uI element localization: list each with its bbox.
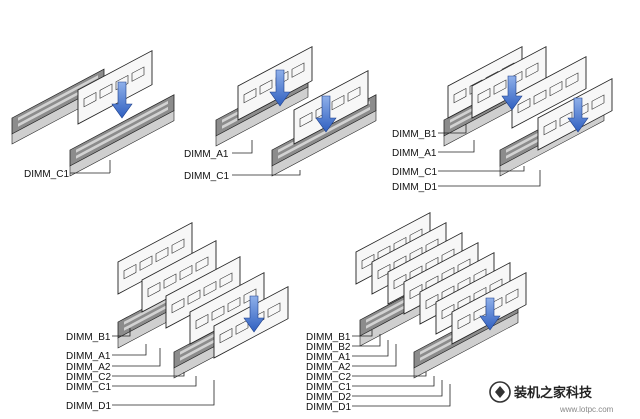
panel-4: DIMM_B1 DIMM_A1 DIMM_A2 DIMM_C2 DIMM_C1 …: [66, 223, 288, 412]
slot-label: DIMM_A1: [392, 148, 437, 159]
leader-line: [438, 170, 540, 186]
leader-line: [112, 372, 184, 376]
leader-line: [112, 348, 160, 366]
panel-5: DIMM_B1 DIMM_B2 DIMM_A1 DIMM_A2 DIMM_C2 …: [306, 213, 526, 413]
leader-line: [352, 380, 442, 396]
slot-label: DIMM_D1: [66, 401, 111, 412]
watermark-logo-mark: [495, 386, 505, 398]
panel-1: DIMM_C1: [12, 51, 174, 180]
leader-line: [112, 380, 214, 405]
slot-label: DIMM_C1: [66, 382, 111, 393]
leader-line: [112, 376, 196, 386]
leader-line: [112, 344, 146, 355]
leader-line: [352, 340, 388, 356]
watermark: 装机之家科技 www.lotpc.com: [490, 382, 614, 414]
slot-label: DIMM_B1: [392, 129, 437, 140]
leader-line: [352, 384, 450, 406]
slot-label: DIMM_A1: [66, 351, 111, 362]
panel-3: DIMM_B1 DIMM_A1 DIMM_C1 DIMM_D1: [392, 47, 612, 193]
slot-label: DIMM_A1: [184, 149, 229, 160]
slot-label: DIMM_C1: [24, 169, 69, 180]
leader-line: [232, 140, 252, 153]
slot-label: DIMM_C1: [184, 171, 229, 182]
leader-line: [352, 376, 434, 386]
slot-label: DIMM_B1: [66, 332, 111, 343]
slot-label: DIMM_D1: [306, 402, 351, 413]
watermark-url: www.lotpc.com: [559, 405, 614, 414]
leader-line: [352, 344, 396, 366]
panel-2: DIMM_A1 DIMM_C1: [184, 47, 376, 182]
leader-line: [438, 140, 474, 152]
slot-label: DIMM_C1: [392, 167, 437, 178]
watermark-text: 装机之家科技: [513, 385, 593, 401]
leader-line: [232, 170, 300, 175]
slot-label: DIMM_D1: [392, 182, 437, 193]
